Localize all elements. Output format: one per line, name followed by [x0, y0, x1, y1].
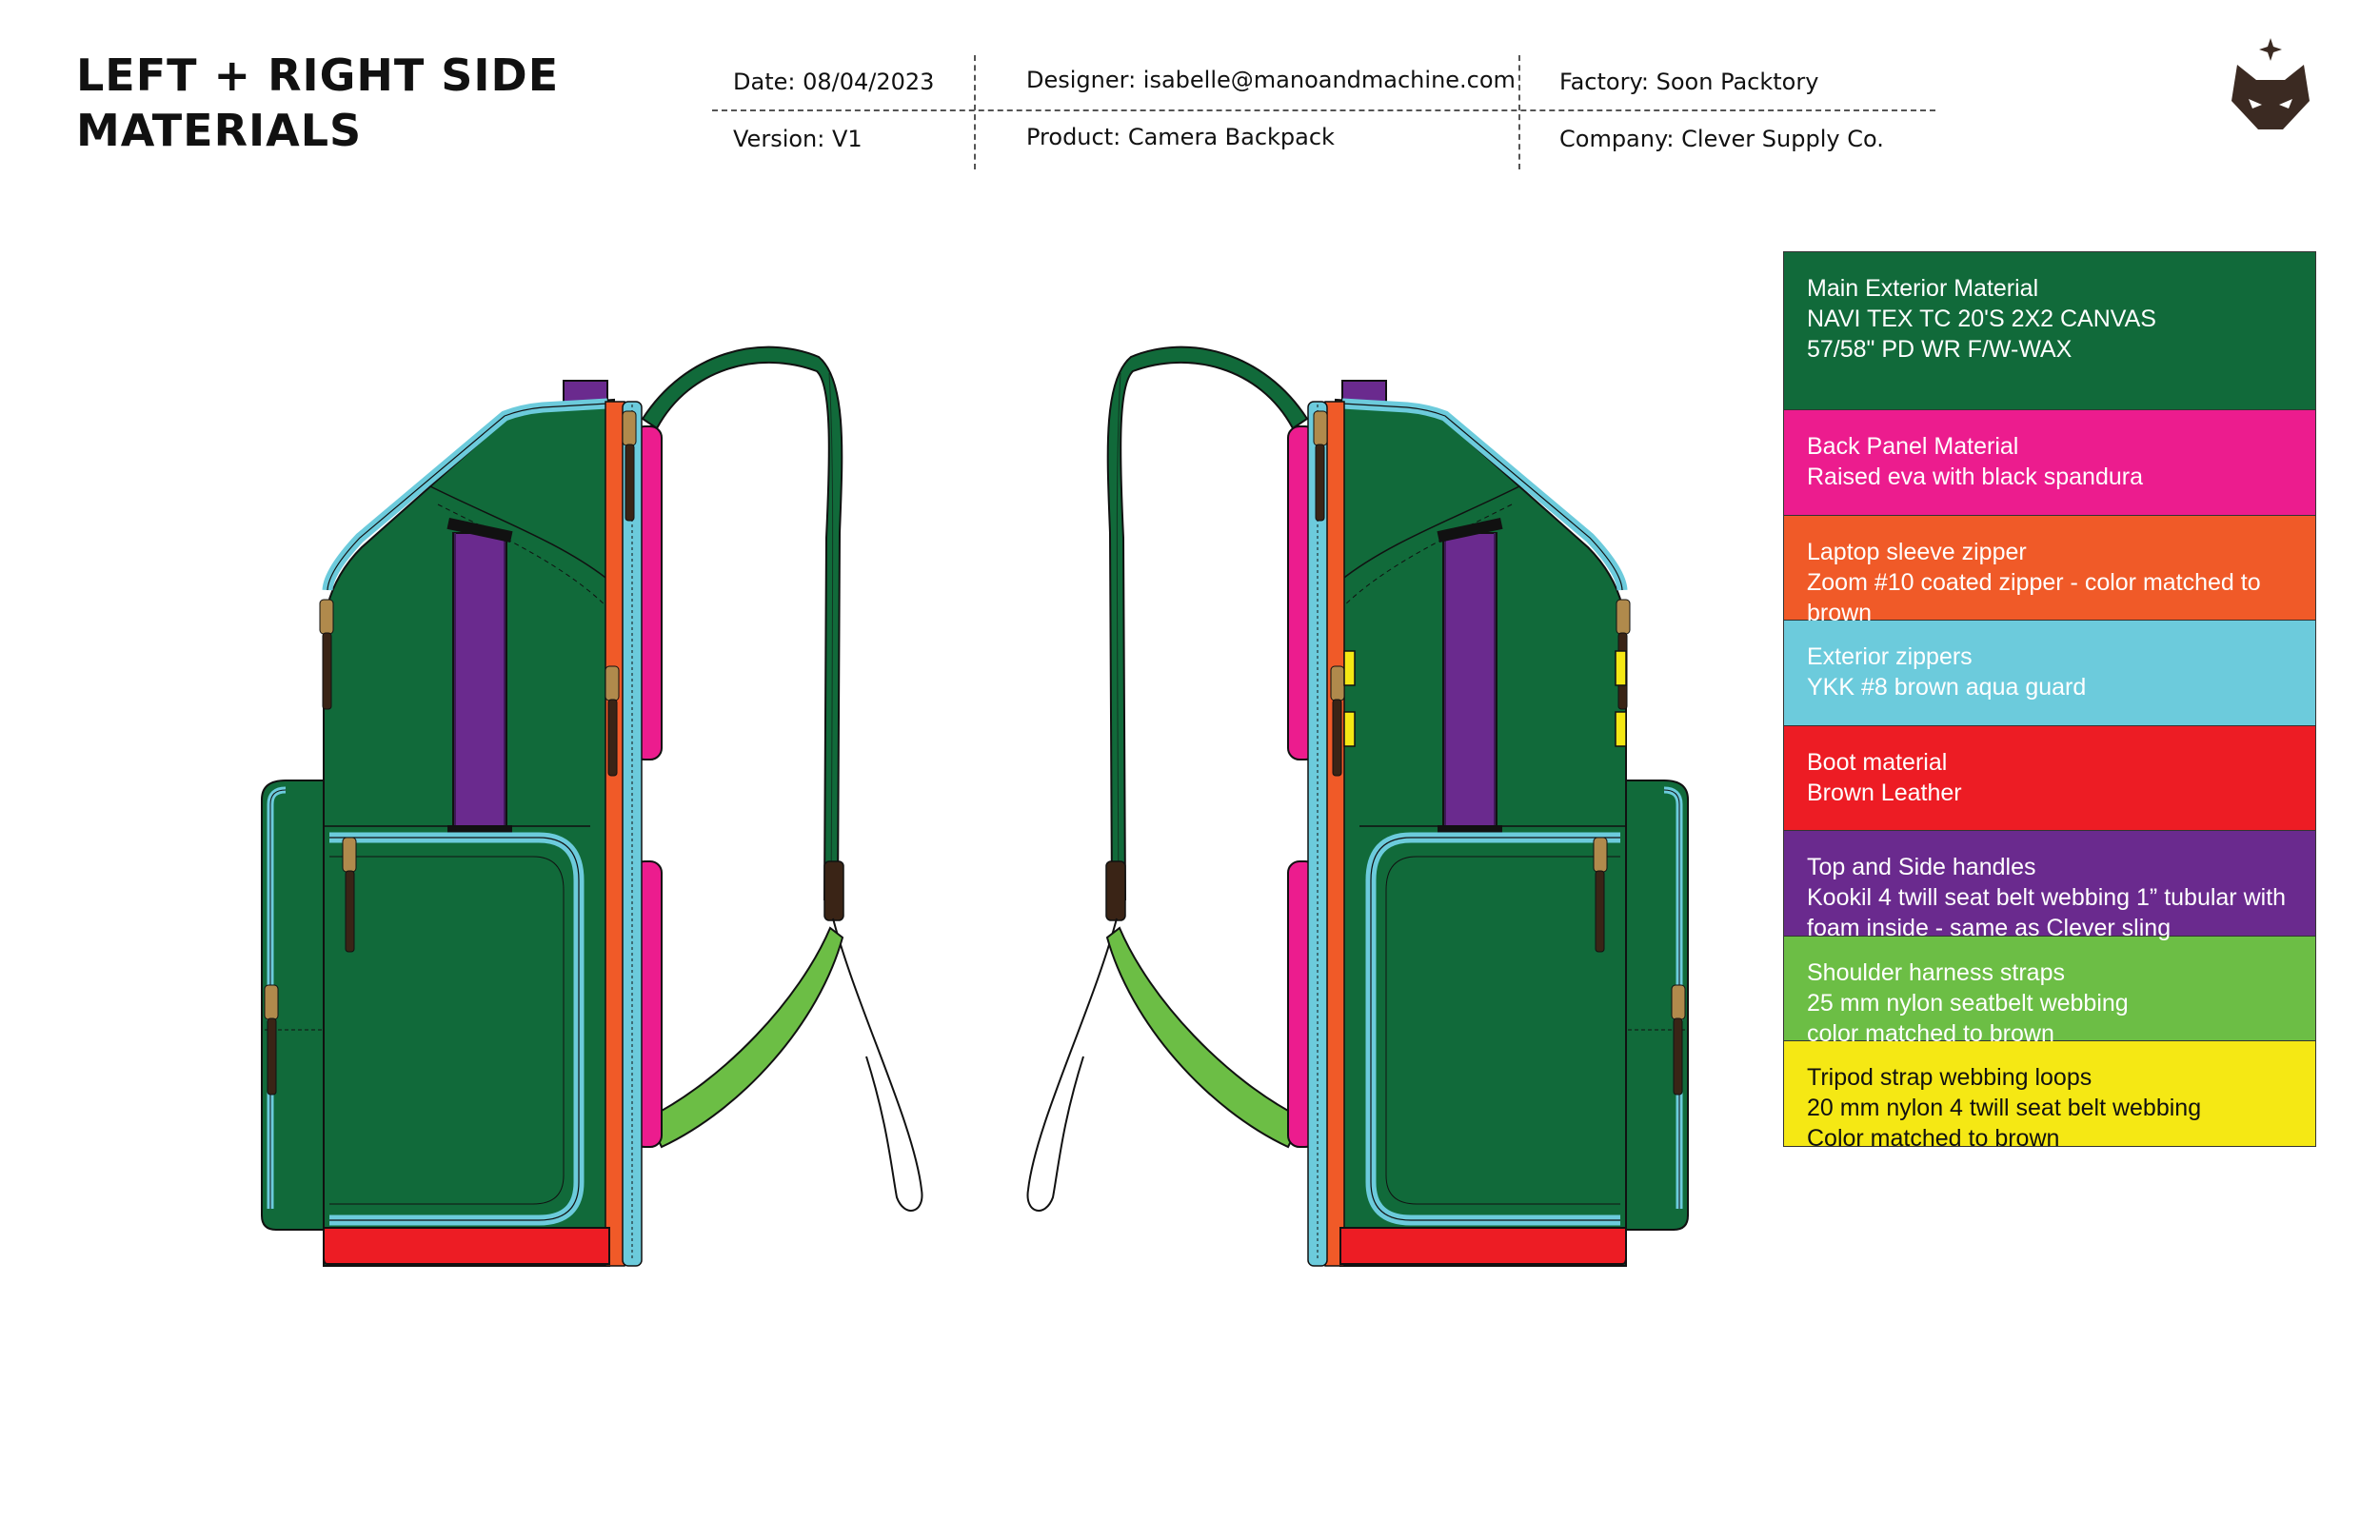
header-column-divider — [1518, 55, 1520, 169]
legend-item: Tripod strap webbing loops 20 mm nylon 4 … — [1783, 1040, 2316, 1152]
right-side-view — [1028, 347, 1688, 1266]
legend-item-text: Kookil 4 twill seat belt webbing 1” tubu… — [1807, 884, 2287, 911]
legend-item-text: Shoulder harness straps — [1807, 958, 2065, 986]
page-title: LEFT + RIGHT SIDE MATERIALS — [76, 48, 559, 158]
fox-head-icon — [2231, 38, 2310, 129]
legend-item-text: 57/58" PD WR F/W-WAX — [1807, 335, 2073, 363]
page-title-line-1: LEFT + RIGHT SIDE — [76, 49, 560, 101]
date-field: Date: 08/04/2023 — [733, 69, 935, 95]
legend-item-text: Brown Leather — [1807, 779, 1962, 806]
backpack-side-views — [0, 0, 1771, 1540]
legend-item-text: Back Panel Material — [1807, 433, 2019, 460]
designer-field: Designer: isabelle@manoandmachine.com — [1026, 67, 1516, 93]
legend-item-text: YKK #8 brown aqua guard — [1807, 674, 2087, 701]
header-divider — [712, 109, 1935, 111]
tripod-webbing-loops — [1343, 650, 1627, 747]
legend-item-text: Top and Side handles — [1807, 854, 2036, 880]
legend-item-text: 20 mm nylon 4 twill seat belt webbing — [1807, 1095, 2202, 1121]
product-field: Product: Camera Backpack — [1026, 124, 1335, 150]
legend-item-text: foam inside - same as Clever sling — [1807, 915, 2172, 941]
legend-item-text: Laptop sleeve zipper — [1807, 538, 2027, 565]
version-field: Version: V1 — [733, 126, 863, 152]
legend-item-text: NAVI TEX TC 20'S 2X2 CANVAS — [1807, 305, 2156, 332]
legend-item-text: Color matched to brown — [1807, 1125, 2060, 1152]
legend-item-text: Main Exterior Material — [1807, 274, 2039, 302]
legend-item-text: Exterior zippers — [1807, 643, 1973, 670]
legend-item-text: color matched to brown — [1807, 1019, 2054, 1047]
legend-item-text: Raised eva with black spandura — [1807, 464, 2143, 490]
left-side-view — [262, 347, 922, 1266]
legend-item: Shoulder harness straps 25 mm nylon seatb… — [1783, 935, 2316, 1047]
header-column-divider — [974, 55, 976, 169]
legend-item-text: brown — [1807, 599, 1873, 626]
factory-field: Factory: Soon Packtory — [1559, 69, 1819, 95]
legend-item-text: 25 mm nylon seatbelt webbing — [1807, 989, 2129, 1017]
legend-item-text: Zoom #10 coated zipper - color matched t… — [1807, 568, 2261, 596]
legend-item-text: Boot material — [1807, 748, 1948, 776]
page-title-line-2: MATERIALS — [76, 105, 363, 156]
company-field: Company: Clever Supply Co. — [1559, 126, 1884, 152]
legend-item-text: Tripod strap webbing loops — [1807, 1064, 2092, 1091]
